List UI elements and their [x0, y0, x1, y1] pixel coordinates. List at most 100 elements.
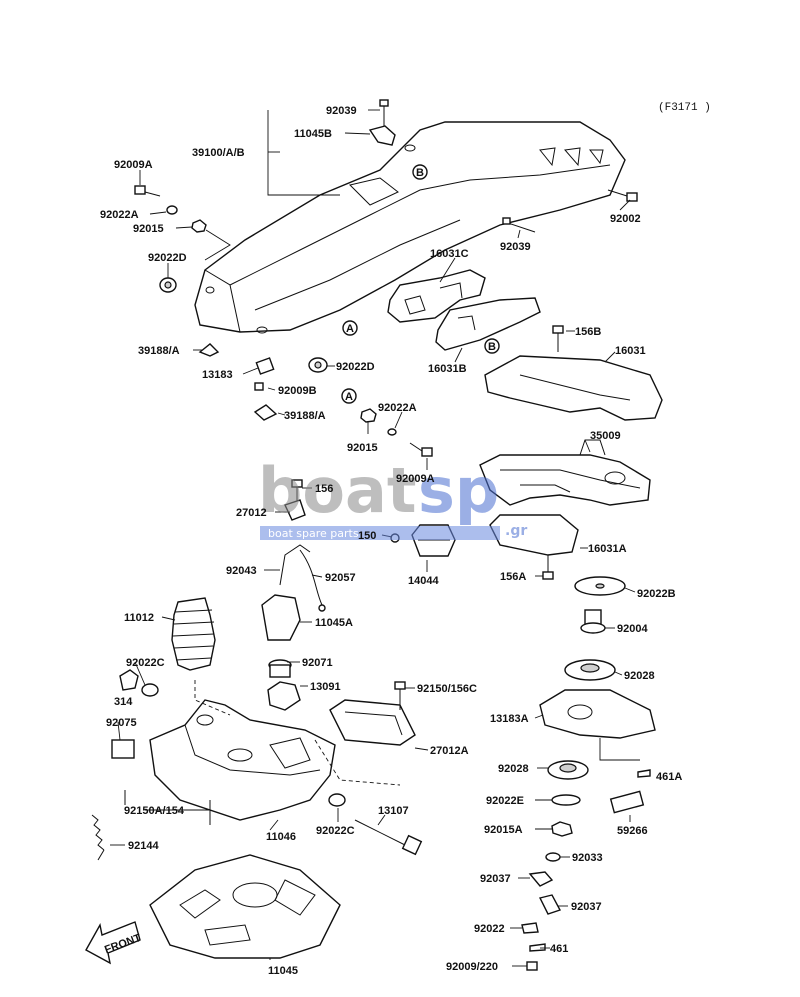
clip-27012 — [284, 499, 306, 521]
part-label: 92022A — [378, 402, 417, 414]
ring-92033 — [545, 852, 561, 862]
washer-92022c-left — [141, 683, 159, 697]
ref-circle-a-lower: A — [341, 388, 357, 404]
part-label: 92022C — [126, 657, 165, 669]
nut-92015-upper — [191, 219, 207, 233]
spring-92144 — [91, 814, 105, 861]
part-label: 92022E — [486, 795, 524, 807]
washer-92022e — [551, 794, 581, 806]
part-label: 92022D — [148, 252, 187, 264]
foam-16031 — [484, 355, 663, 421]
wire-92057 — [299, 549, 326, 612]
grommet-92028-upper — [564, 659, 616, 681]
bolt-92039-top — [379, 99, 389, 128]
pin-92039-right — [502, 217, 536, 233]
stopper-39188a-lower — [253, 404, 278, 421]
handle-27012a — [329, 699, 416, 746]
clamp-11045a — [261, 594, 301, 641]
part-label: 150 — [358, 530, 376, 542]
part-label: 92075 — [106, 717, 137, 729]
part-label: 156 — [315, 483, 333, 495]
bolt-92150-156c — [394, 681, 406, 710]
ref-circle-b-lower: B — [484, 338, 500, 354]
svg-text:A: A — [345, 391, 353, 403]
part-label: 16031 — [615, 345, 646, 357]
part-label: 92022C — [316, 825, 355, 837]
plate-13183a — [539, 689, 656, 739]
washer-92022a-upper — [166, 205, 178, 215]
part-label: 92039 — [326, 105, 357, 117]
part-label: 13107 — [378, 805, 409, 817]
steering-bracket-35009 — [479, 439, 651, 506]
part-label: 92015A — [484, 824, 523, 836]
washer-92022b — [574, 576, 626, 596]
lever-92037-left — [528, 871, 554, 887]
part-label: 16031C — [430, 248, 469, 260]
part-label: 92037 — [571, 901, 602, 913]
part-label: 92039 — [500, 241, 531, 253]
plate-13183 — [255, 357, 275, 375]
washer-92022a-mid — [387, 428, 397, 436]
part-label: 11045B — [294, 128, 332, 140]
part-label: 92150/156C — [417, 683, 477, 695]
bracket-16031b — [435, 297, 541, 351]
watermark-brand-right: sp — [418, 454, 499, 527]
foam-16031a — [489, 514, 579, 556]
bolt-92009a-mid — [409, 442, 433, 457]
part-label: 92071 — [302, 657, 333, 669]
valve-92004 — [580, 609, 606, 634]
bushing-92071 — [268, 659, 292, 678]
part-label: 27012 — [236, 507, 267, 519]
bolt-156a — [542, 555, 554, 580]
part-label: 92015 — [133, 223, 164, 235]
part-label: 35009 — [590, 430, 621, 442]
screw-92009-220 — [526, 961, 538, 971]
nut-92015-mid — [360, 408, 377, 423]
part-labels: 92039 11045B 39100/A/B 92009A 92022A 920… — [100, 105, 682, 977]
front-arrow-marker: FRONT — [85, 921, 143, 965]
watermark-brand-left: boat — [258, 454, 416, 527]
part-label: 92009B — [278, 385, 317, 397]
part-label: 92009/220 — [446, 961, 498, 973]
leader-lines — [110, 109, 640, 967]
part-label: 11045 — [268, 965, 298, 977]
part-label: 14044 — [408, 575, 439, 587]
bracket-16031c — [387, 269, 486, 323]
part-label: 156B — [575, 326, 601, 338]
stopper-39188a-upper — [198, 343, 220, 357]
part-label: 92015 — [347, 442, 378, 454]
clip-11045b — [368, 125, 396, 146]
part-label: 11045A — [315, 617, 353, 629]
cable-92043 — [279, 544, 311, 586]
boot-11012 — [171, 597, 216, 671]
washer-92022c-right — [328, 793, 346, 807]
ref-circle-b-upper: B — [412, 164, 428, 180]
part-label: 27012A — [430, 745, 469, 757]
svg-text:A: A — [346, 323, 354, 335]
part-label: 13091 — [310, 681, 341, 693]
ref-circle-a-upper: A — [342, 320, 358, 336]
part-label: 92150A/154 — [124, 805, 185, 817]
bolt-156b — [552, 325, 564, 352]
part-label: 461A — [656, 771, 682, 783]
adjuster-59266 — [609, 790, 645, 814]
part-label: 92037 — [480, 873, 511, 885]
grommet-92028-lower — [547, 760, 589, 780]
bolt-92002 — [607, 189, 638, 202]
part-label: 39188/A — [284, 410, 326, 422]
part-label: 92004 — [617, 623, 648, 635]
part-label: 92022 — [474, 923, 505, 935]
bolt-92009b — [254, 382, 264, 391]
part-label: 92009A — [396, 473, 435, 485]
nut-92015a — [551, 821, 573, 837]
part-label: 13183A — [490, 713, 529, 725]
pin-461a — [637, 769, 651, 778]
washer-92022d-left — [159, 277, 177, 293]
washer-92022d-right — [308, 357, 328, 373]
part-label: 59266 — [617, 825, 648, 837]
plate-11045 — [149, 854, 341, 959]
part-label: 92043 — [226, 565, 257, 577]
diagram-code: (F3171 ) — [658, 102, 711, 114]
part-label: 92022A — [100, 209, 139, 221]
cap-314 — [119, 669, 139, 691]
